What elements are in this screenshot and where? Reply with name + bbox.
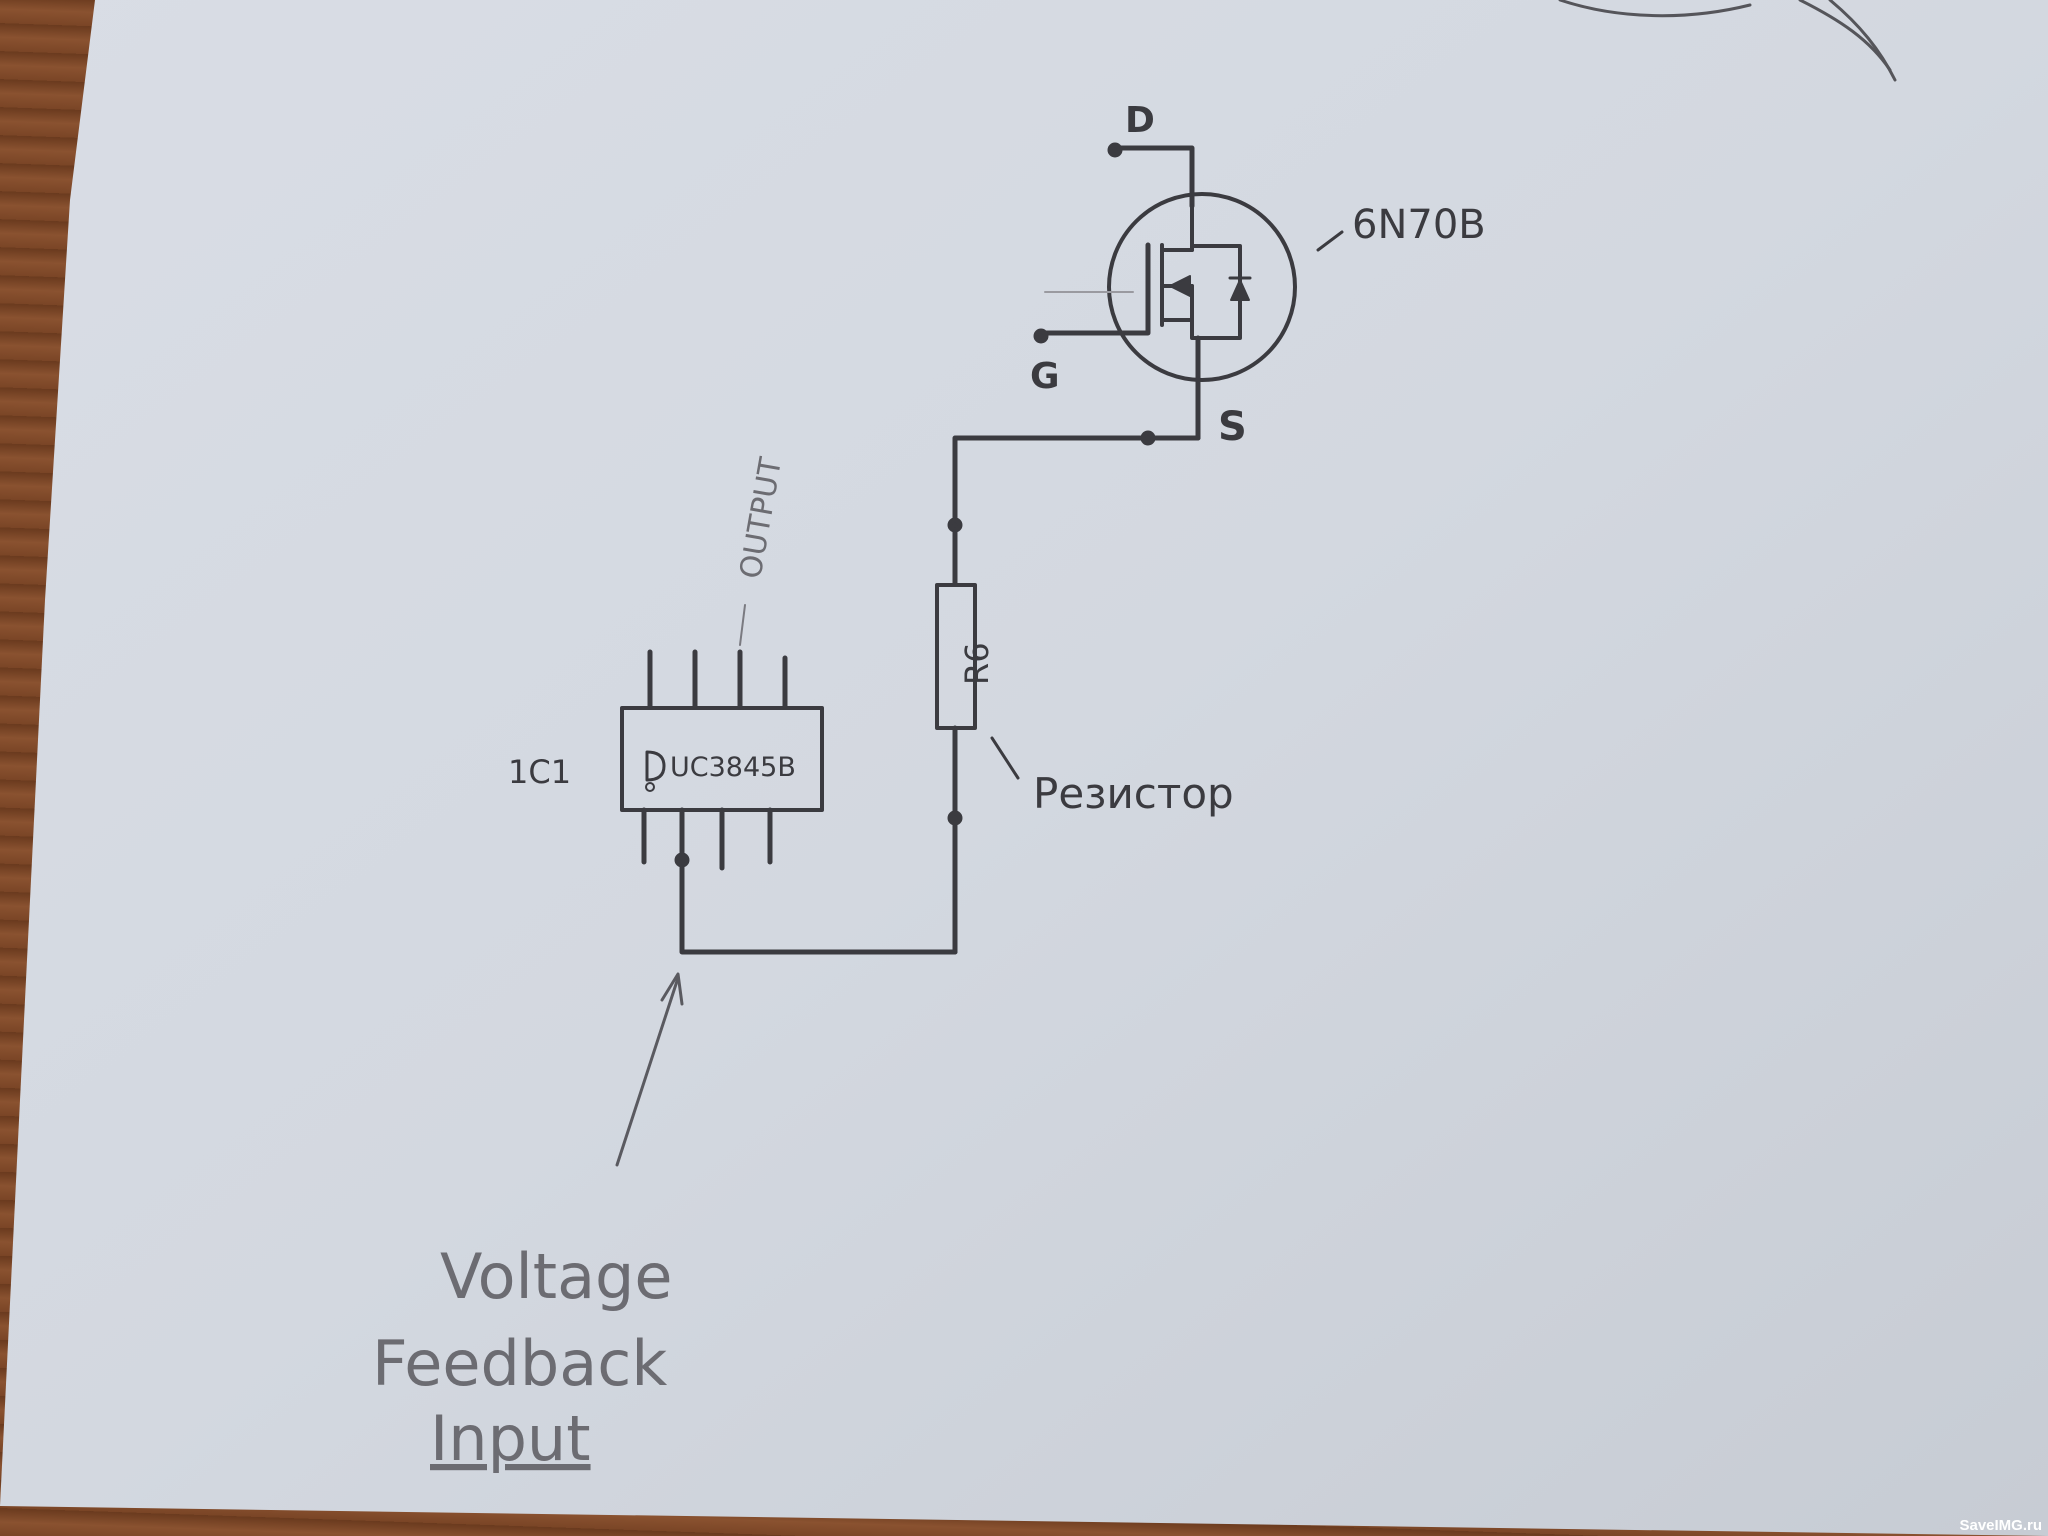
resistor-designator: R6 (958, 642, 996, 685)
ic-output-label: OUTPUT (733, 454, 789, 581)
drain-label: D (1125, 100, 1155, 141)
resistor-annotation-leader (990, 736, 1020, 780)
gate-terminal-dot (1033, 328, 1049, 344)
mosfet-symbol (1033, 142, 1344, 441)
mosfet-arrow (1169, 275, 1191, 297)
output-pin-leader (739, 604, 746, 646)
feedback-arrow (615, 972, 684, 1167)
resistor-r6 (935, 583, 1020, 955)
ic-part-number: UC3845B (670, 752, 796, 783)
source-label: S (1218, 404, 1247, 450)
ic-designator: 1C1 (508, 753, 571, 791)
gate-label: G (1030, 356, 1060, 397)
ic-pin1-dot (645, 782, 655, 792)
feedback-note-line3: Input (430, 1402, 591, 1475)
resistor-annotation: Резистор (1033, 769, 1234, 818)
gate-lead (1040, 242, 1151, 336)
feedback-note-line1: Voltage (440, 1240, 673, 1313)
feedback-note-line2: Feedback (372, 1327, 667, 1400)
mosfet-part-number: 6N70B (1352, 202, 1486, 248)
part-label-leader (1316, 230, 1344, 252)
source-to-resistor-wire (952, 435, 1201, 586)
ic-chip (620, 604, 824, 871)
watermark: SaveIMG.ru (1959, 1517, 2042, 1534)
stray-pencil-marks (1558, 0, 1897, 82)
mosfet-body-circle (1107, 192, 1297, 382)
drain-lead (1114, 145, 1195, 209)
drain-terminal-dot (1107, 142, 1123, 158)
body-diode (1230, 279, 1250, 301)
